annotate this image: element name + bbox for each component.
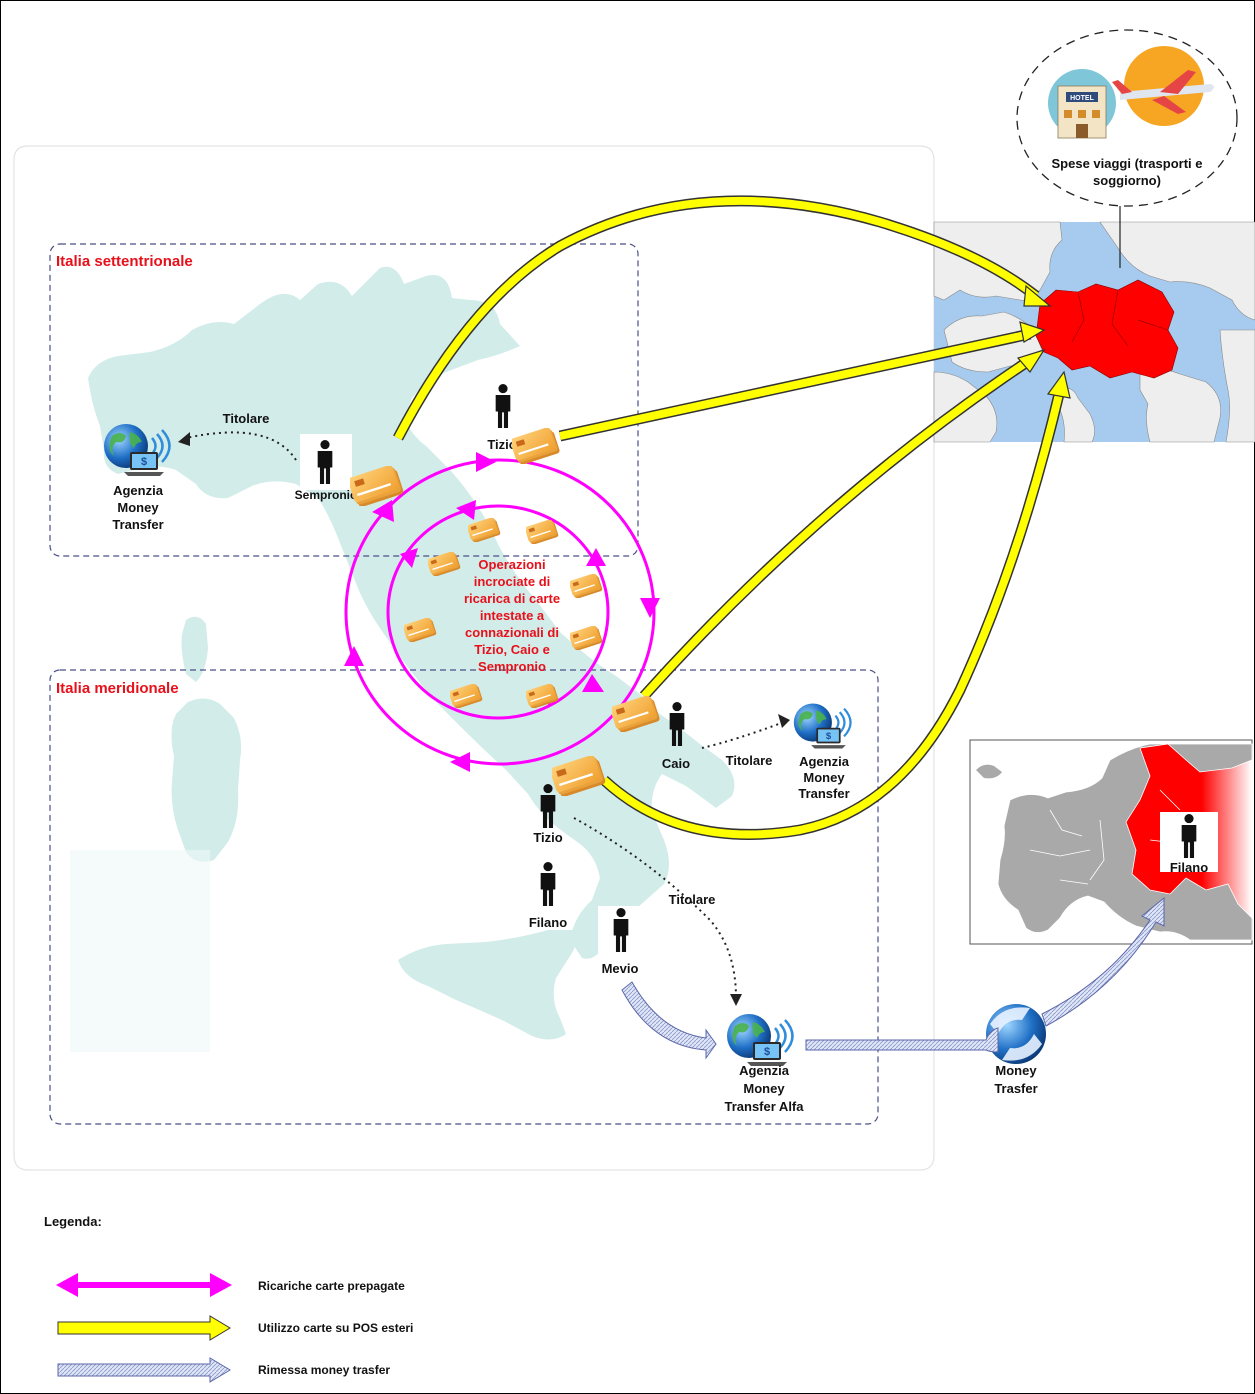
filano-south-person-icon (540, 862, 556, 906)
agency-north-label: Money (117, 500, 159, 515)
travel-expenses-bubble: HOTEL Spese viaggi (trasporti e soggiorn… (1016, 29, 1238, 207)
center-text-line: intestate a (480, 608, 545, 623)
titolare-south-label: Titolare (669, 892, 716, 907)
south-region-label: Italia meridionale (56, 680, 179, 697)
legend-remittance-label: Rimessa money trasfer (258, 1363, 390, 1377)
agency-alfa-label: Money (743, 1081, 785, 1096)
card-icon (570, 574, 604, 598)
legend-pos-label: Utilizzo carte su POS esteri (258, 1321, 413, 1335)
agency-caio-label: Agenzia (799, 754, 850, 769)
center-text-line: Tizio, Caio e (474, 642, 550, 657)
remittance-arrows (621, 896, 1165, 1060)
center-text-line: Operazioni (478, 557, 545, 572)
filano-abroad-label: Filano (1170, 860, 1208, 875)
tizio-north-label: Tizio (487, 437, 516, 452)
agency-caio-label: Money (803, 770, 845, 785)
agency-caio-icon (792, 702, 852, 750)
agency-alfa-label: Agenzia (739, 1063, 790, 1078)
mevio-label: Mevio (602, 961, 639, 976)
recharge-circles (344, 458, 656, 766)
legend-recharge-swatch (56, 1273, 232, 1297)
titolare-connectors (185, 431, 785, 999)
card-icon (570, 626, 604, 650)
tizio-north-person-icon (495, 384, 511, 428)
titolare-arrowheads (178, 432, 790, 1006)
filano-south-label: Filano (529, 915, 567, 930)
travel-label-line2: soggiorno) (1093, 173, 1161, 188)
agency-alfa-icon (725, 1012, 794, 1068)
tizio-north-card-icon (512, 428, 562, 464)
sempronio-label: Sempronio (295, 488, 358, 502)
north-region-box (49, 243, 639, 557)
legend-recharge-label: Ricariche carte prepagate (258, 1279, 405, 1293)
center-operations-text: Operazioni incrociate di ricarica di car… (464, 557, 560, 674)
titolare-caio-label: Titolare (726, 753, 773, 768)
agency-north-label: Transfer (112, 517, 163, 532)
agency-caio-label: Transfer (798, 786, 849, 801)
card-icon (526, 520, 560, 544)
center-text-line: Sempronio (478, 659, 546, 674)
legend-title: Legenda: (44, 1214, 102, 1229)
legend-remittance-swatch (57, 1357, 231, 1383)
legend-pos-swatch (57, 1315, 231, 1341)
center-text-line: ricarica di carte (464, 591, 560, 606)
center-text-line: connazionali di (465, 625, 559, 640)
north-region-label: Italia settentrionale (56, 253, 193, 270)
center-text-line: incrociate di (474, 574, 551, 589)
tizio-south-label: Tizio (533, 830, 562, 845)
south-region-box (49, 669, 879, 1125)
travel-label-line1: Spese viaggi (trasporti e (1052, 156, 1203, 171)
airplane-icon (1112, 70, 1214, 114)
money-trasfer-globe-icon (986, 1004, 1046, 1064)
titolare-north-label: Titolare (223, 411, 270, 426)
pos-arrowheads (1016, 284, 1071, 399)
caio-label: Caio (662, 756, 690, 771)
agency-north-label: Agenzia (113, 483, 164, 498)
agency-alfa-label: Transfer Alfa (725, 1099, 805, 1114)
hotel-sign: HOTEL (1070, 95, 1094, 102)
legend: Legenda: Ricariche carte prepagate Utili… (44, 1214, 413, 1383)
europe-map-top (933, 221, 1255, 443)
money-trasfer-label: Money (995, 1063, 1037, 1078)
money-trasfer-label: Trasfer (994, 1081, 1037, 1096)
italy-panel-outline (13, 145, 935, 1171)
pos-arrows (393, 195, 1066, 840)
